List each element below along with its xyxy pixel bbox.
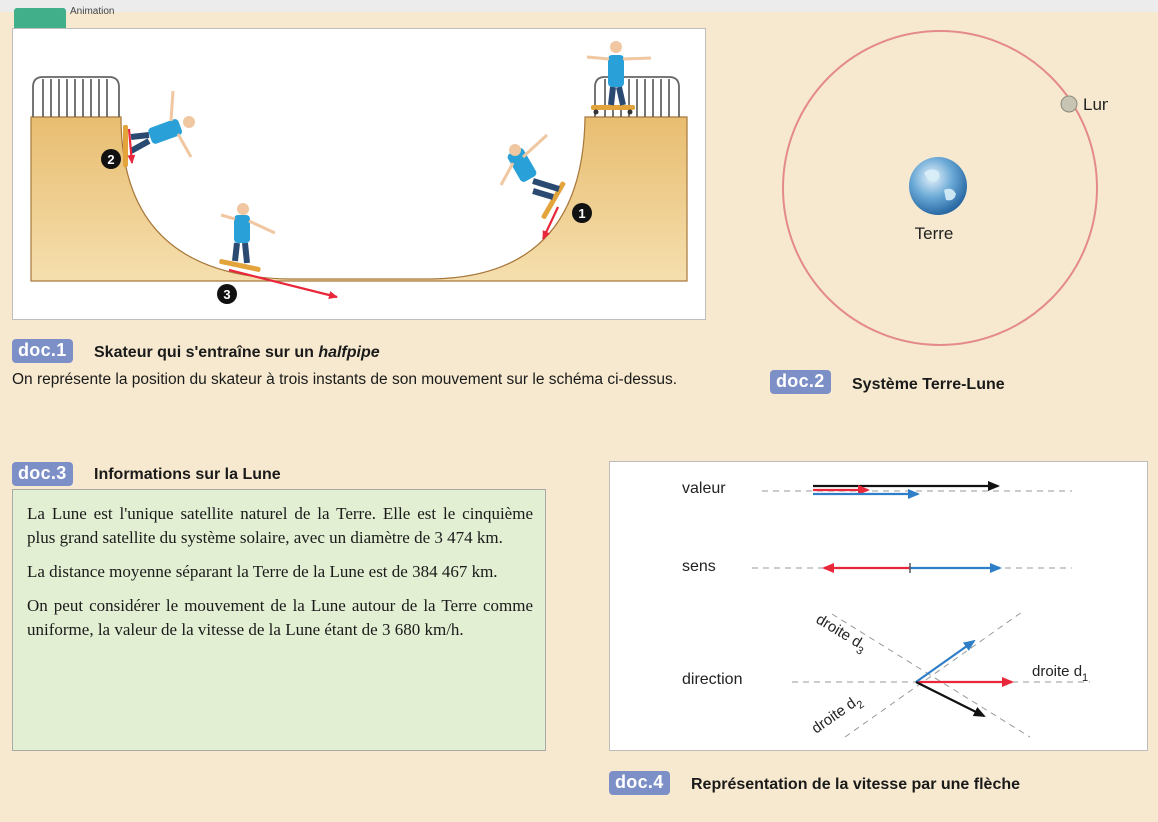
doc1-description: On représente la position du skateur à t… [12, 371, 678, 388]
animation-tab[interactable] [14, 8, 66, 30]
doc3-paragraph-1: La Lune est l'unique satellite naturel d… [27, 504, 533, 547]
doc3-text-box: La Lune est l'unique satellite naturel d… [12, 489, 546, 751]
skater-figure [499, 133, 566, 219]
moon-orbit [782, 30, 1098, 346]
railing-icon [32, 76, 120, 117]
halfpipe-figure: 2 1 3 [12, 28, 706, 320]
moon-icon [1060, 95, 1078, 113]
svg-text:2: 2 [107, 152, 114, 167]
halfpipe-svg: 2 1 3 [30, 41, 688, 304]
label-valeur: valeur [682, 480, 726, 497]
velocity-diagram-svg: valeur sens direction droite d3 droite d… [682, 480, 1090, 740]
doc1-badge: doc.1 [12, 339, 73, 363]
velocity-diagram: valeur sens direction droite d3 droite d… [609, 461, 1148, 751]
label-droite-d1: droite d1 [1032, 663, 1088, 684]
label-droite-d2: droite d2 [809, 691, 867, 740]
doc2-badge: doc.2 [770, 370, 831, 394]
animation-tab-label: Animation [70, 6, 115, 17]
marker-1: 1 [572, 203, 592, 223]
earth-label: Terre [915, 224, 954, 243]
earth-icon [909, 157, 967, 215]
velocity-arrow [915, 639, 976, 683]
marker-2: 2 [101, 149, 121, 169]
svg-text:1: 1 [578, 206, 585, 221]
skater-figure [123, 90, 195, 167]
moon-label: Lune [1083, 95, 1108, 114]
velocity-arrow [542, 206, 559, 240]
skater-figure [219, 203, 276, 272]
doc4-badge: doc.4 [609, 771, 670, 795]
velocity-arrow [915, 681, 986, 717]
label-sens: sens [682, 558, 716, 575]
doc3-badge: doc.3 [12, 462, 73, 486]
label-droite-d3: droite d3 [811, 611, 870, 658]
top-bar [0, 0, 1158, 12]
doc3-paragraph-3: On peut considérer le mouvement de la Lu… [27, 596, 533, 639]
doc4-title: Représentation de la vitesse par une flè… [691, 776, 1021, 793]
velocity-arrow [127, 128, 136, 164]
skater-figure [586, 41, 652, 115]
halfpipe-ramp [30, 116, 688, 282]
earth-moon-diagram: Lune Terre [782, 30, 1108, 346]
doc2-title: Système Terre-Lune [852, 376, 1005, 393]
label-direction: direction [682, 671, 742, 688]
velocity-arrow [228, 268, 338, 299]
doc1-title: Skateur qui s'entraîne sur un halfpipe [94, 344, 380, 361]
doc3-title: Informations sur la Lune [94, 466, 281, 483]
railing-icon [594, 76, 680, 117]
svg-text:3: 3 [223, 287, 230, 302]
doc3-paragraph-2: La distance moyenne séparant la Terre de… [27, 562, 498, 581]
marker-3: 3 [217, 284, 237, 304]
